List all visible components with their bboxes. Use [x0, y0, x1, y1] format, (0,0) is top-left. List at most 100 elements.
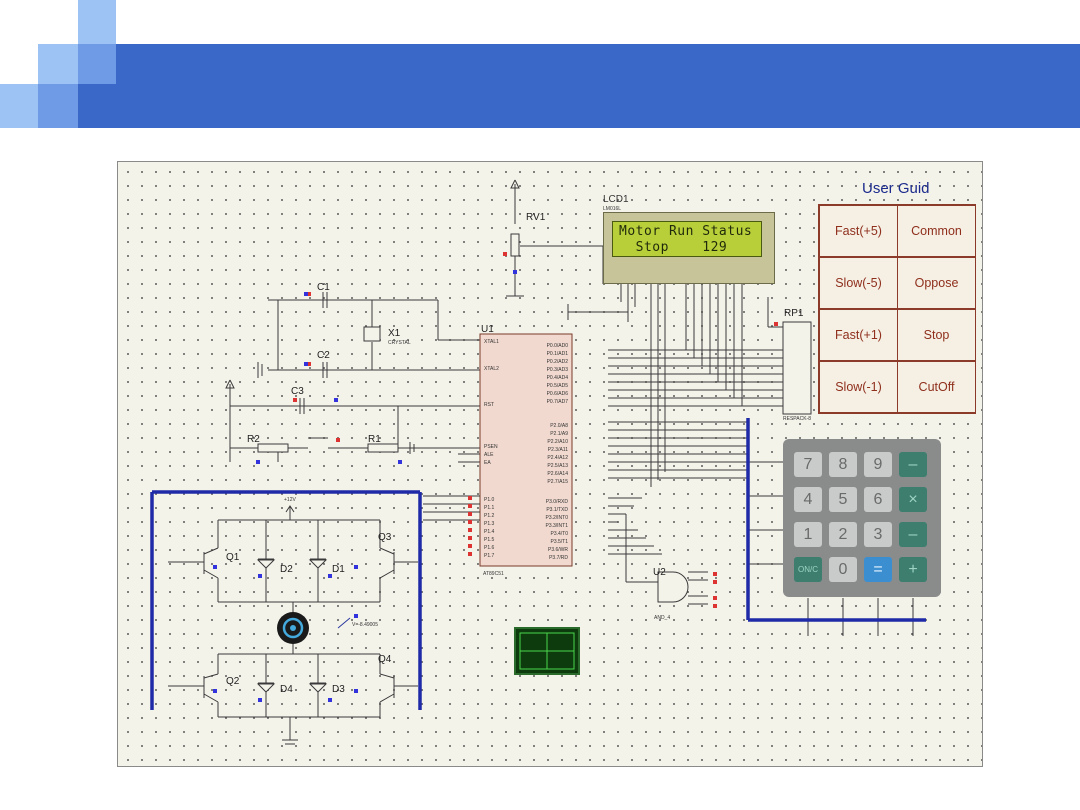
- u1-pin-label: P1.7: [484, 553, 495, 559]
- u1-label: U1: [481, 324, 494, 335]
- u1-pin-label: P0.3/AD3: [546, 367, 568, 373]
- lcd-part-label: LM016L: [603, 206, 621, 212]
- u1-pin-label: P3.3/INT1: [545, 523, 568, 529]
- keypad-key[interactable]: 5: [829, 487, 857, 512]
- keypad-key[interactable]: 1: [794, 522, 822, 547]
- user-guide-cell: Oppose: [897, 257, 976, 309]
- deco-square: [38, 84, 78, 128]
- u1-pin-label: RST: [484, 402, 494, 408]
- keypad-key[interactable]: 8: [829, 452, 857, 477]
- keypad-key[interactable]: =: [864, 557, 892, 582]
- u1-pin-label: P0.6/AD6: [546, 391, 568, 397]
- rv1-label: RV1: [526, 212, 546, 223]
- keypad-key[interactable]: 6: [864, 487, 892, 512]
- user-guide-cell: Slow(-5): [819, 257, 898, 309]
- keypad-key[interactable]: –: [899, 522, 927, 547]
- u1-pin-label: P2.0/A8: [550, 423, 568, 429]
- keypad-key[interactable]: ON/C: [794, 557, 822, 582]
- lcd-line-2: Stop 129: [619, 240, 728, 255]
- deco-square: [38, 44, 78, 84]
- u1-pin-label: P2.5/A13: [547, 463, 568, 469]
- u1-pin-label: P0.7/AD7: [546, 399, 568, 405]
- r1-label: R1: [368, 434, 381, 445]
- user-guide-cell: Common: [897, 205, 976, 257]
- u1-pin-label: P2.7/A15: [547, 479, 568, 485]
- u1-pin-label: P3.6/WR: [547, 547, 568, 553]
- u1-pin-label: P3.7/RD: [549, 555, 568, 561]
- u1-part-label: AT89C51: [483, 571, 504, 577]
- c3-label: C3: [291, 386, 304, 397]
- deco-square: [78, 44, 116, 84]
- schematic-wiring: RV1 C1 C2 C3 X1 CRYSTAL R1 R2 U1 AT89C51…: [150, 179, 926, 745]
- motor-probe-label: V=-8.49005: [352, 622, 378, 628]
- x1-label: X1: [388, 328, 401, 339]
- u1-pin-label: XTAL2: [484, 366, 499, 372]
- u1-pin-label: P3.0/RXD: [545, 499, 568, 505]
- keypad-key[interactable]: +: [899, 557, 927, 582]
- u1-pin-label: P1.5: [484, 537, 495, 543]
- lcd-display: Motor Run Status Stop 129: [603, 212, 775, 284]
- x1-part-label: CRYSTAL: [388, 340, 411, 346]
- user-guide-cell: Fast(+1): [819, 309, 898, 361]
- u1-pin-label: XTAL1: [484, 339, 499, 345]
- q4-label: Q4: [378, 654, 392, 665]
- keypad-key[interactable]: –: [899, 452, 927, 477]
- rp1-part-label: RESPACK-8: [783, 416, 811, 422]
- u1-pin-label: P3.2/INT0: [545, 515, 568, 521]
- u1-pin-label: P1.4: [484, 529, 495, 535]
- oscilloscope-icon: [514, 627, 580, 675]
- u1-pin-label: P3.1/TXD: [546, 507, 568, 513]
- keypad-key[interactable]: ×: [899, 487, 927, 512]
- header-band: [78, 44, 1080, 128]
- keypad-key[interactable]: 4: [794, 487, 822, 512]
- deco-square: [78, 0, 116, 44]
- u1-pin-label: P1.0: [484, 497, 495, 503]
- supply-label: +12V: [284, 497, 296, 503]
- u1-pin-label: P2.1/A9: [550, 431, 568, 437]
- keypad-key[interactable]: 7: [794, 452, 822, 477]
- user-guide-cell: Fast(+5): [819, 205, 898, 257]
- u2-label: U2: [653, 567, 666, 578]
- lcd-line-1: Motor Run Status: [619, 224, 753, 239]
- lcd-ref-label: LCD1: [603, 194, 629, 205]
- keypad-key[interactable]: 9: [864, 452, 892, 477]
- lcd-screen: Motor Run Status Stop 129: [612, 221, 762, 257]
- u1-pin-label: P3.4/T0: [550, 531, 568, 537]
- q2-label: Q2: [226, 676, 240, 687]
- u1-pin-label: PSEN: [484, 444, 498, 450]
- c1-label: C1: [317, 282, 330, 293]
- u1-pin-label: P1.6: [484, 545, 495, 551]
- user-guide-cell: CutOff: [897, 361, 976, 413]
- u1-pin-label: P0.4/AD4: [546, 375, 568, 381]
- u1-pin-label: P1.2: [484, 513, 495, 519]
- u2-part-label: AND_4: [654, 615, 670, 621]
- user-guide-cell: Slow(-1): [819, 361, 898, 413]
- u1-pin-label: P2.4/A12: [547, 455, 568, 461]
- u1-pin-label: ALE: [484, 452, 494, 458]
- rp1-label: RP1: [784, 308, 804, 319]
- u1-pin-label: P1.1: [484, 505, 495, 511]
- d3-label: D3: [332, 684, 345, 695]
- u1-pin-label: P0.0/AD0: [546, 343, 568, 349]
- c2-label: C2: [317, 350, 330, 361]
- user-guide-title: User Guid: [862, 180, 930, 197]
- u1-pin-label: P1.3: [484, 521, 495, 527]
- u1-pin-label: P3.5/T1: [550, 539, 568, 545]
- u1-pin-label: P0.1/AD1: [546, 351, 568, 357]
- u1-pin-label: P2.6/A14: [547, 471, 568, 477]
- user-guide-cell: Stop: [897, 309, 976, 361]
- d1-label: D1: [332, 564, 345, 575]
- r2-label: R2: [247, 434, 260, 445]
- schematic-canvas: RV1 C1 C2 C3 X1 CRYSTAL R1 R2 U1 AT89C51…: [117, 161, 983, 767]
- keypad-key[interactable]: 3: [864, 522, 892, 547]
- deco-square: [0, 84, 38, 128]
- keypad-key[interactable]: 2: [829, 522, 857, 547]
- u1-pin-label: P2.3/A11: [547, 447, 568, 453]
- u1-pin-label: P0.5/AD5: [546, 383, 568, 389]
- keypad-key[interactable]: 0: [829, 557, 857, 582]
- q3-label: Q3: [378, 532, 392, 543]
- u1-pin-label: EA: [484, 460, 491, 466]
- u1-pin-label: P2.2/A10: [547, 439, 568, 445]
- d4-label: D4: [280, 684, 293, 695]
